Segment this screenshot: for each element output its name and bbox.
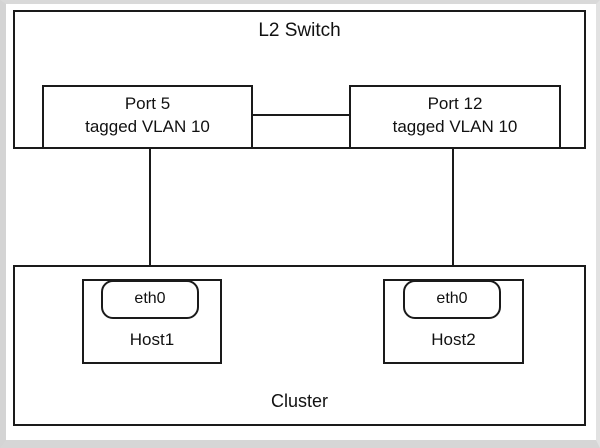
host2-eth0-interface (403, 280, 501, 319)
host1-name: Host1 (129, 330, 175, 349)
host2-name: Host2 (431, 330, 476, 349)
host2-eth0-label: eth0 (436, 290, 468, 307)
port-5-box (42, 85, 253, 149)
port-12-box (349, 85, 561, 149)
l2-switch-label: L2 Switch (258, 20, 341, 41)
link-port5-to-host1 (149, 147, 151, 285)
host1-eth0-interface (101, 280, 199, 319)
port-5-vlan: tagged VLAN 10 (85, 117, 210, 136)
port-12-name: Port 12 (427, 94, 483, 113)
link-port12-to-host2 (452, 147, 454, 285)
port-5-name: Port 5 (124, 94, 171, 113)
port-interconnect-line (251, 114, 351, 116)
cluster-label: Cluster (270, 391, 328, 411)
host1-eth0-label: eth0 (134, 290, 166, 307)
port-12-vlan: tagged VLAN 10 (392, 117, 518, 136)
